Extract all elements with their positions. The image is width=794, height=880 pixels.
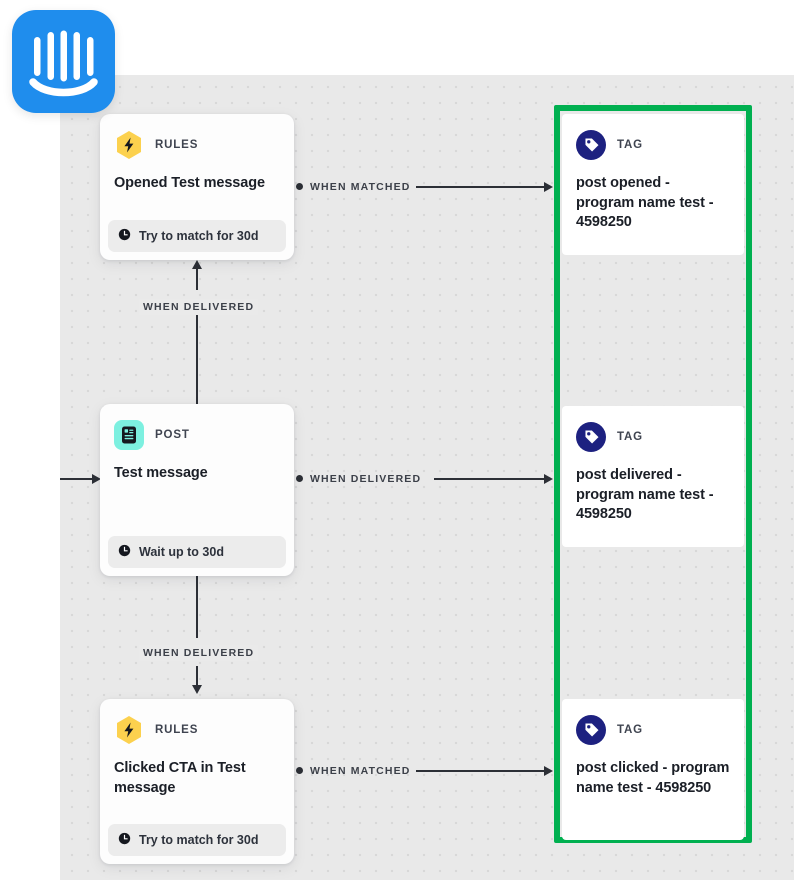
tag-highlight-frame — [554, 105, 752, 843]
intercom-logo — [12, 10, 115, 113]
node-kind-label: POST — [155, 429, 190, 441]
node-tag-post-delivered[interactable]: TAG post delivered - program name test -… — [562, 406, 744, 547]
clock-icon — [118, 832, 131, 848]
bolt-hexagon-icon — [114, 715, 144, 745]
node-header: RULES — [114, 715, 280, 745]
node-footer[interactable]: Wait up to 30d — [108, 535, 286, 568]
node-rules-clicked[interactable]: RULES Clicked CTA in Test message Try to… — [100, 699, 294, 865]
node-body: TAG post delivered - program name test -… — [562, 406, 744, 537]
clock-icon — [118, 228, 131, 244]
node-title: post clicked - program name test - 45982… — [576, 760, 730, 796]
node-kind-label: RULES — [155, 139, 199, 151]
connector-label: WHEN MATCHED — [310, 765, 411, 777]
connector-label: WHEN MATCHED — [310, 181, 411, 193]
tag-circle-icon — [576, 715, 606, 745]
post-document-icon — [114, 420, 144, 450]
node-header: TAG — [576, 130, 730, 160]
node-body: TAG post clicked - program name test - 4… — [562, 699, 744, 810]
node-spacer — [114, 484, 280, 510]
node-kind-label: TAG — [617, 724, 643, 736]
node-body: TAG post opened - program name test - 45… — [562, 114, 744, 245]
node-kind-label: RULES — [155, 724, 199, 736]
node-footer-label: Try to match for 30d — [139, 833, 259, 848]
node-title: post opened - program name test - 459825… — [576, 175, 714, 231]
node-title: Test message — [114, 465, 208, 481]
bolt-hexagon-icon — [114, 130, 144, 160]
node-body: POST Test message — [100, 404, 294, 522]
connector-label: WHEN DELIVERED — [310, 473, 422, 485]
tag-circle-icon — [576, 130, 606, 160]
node-title: Clicked CTA in Test message — [114, 760, 246, 796]
node-rules-opened[interactable]: RULES Opened Test message Try to match f… — [100, 114, 294, 260]
node-post-test-message[interactable]: POST Test message Wait up to 30d — [100, 404, 294, 576]
clock-icon — [118, 544, 131, 560]
node-header: POST — [114, 420, 280, 450]
node-tag-post-clicked[interactable]: TAG post clicked - program name test - 4… — [562, 699, 744, 840]
node-kind-label: TAG — [617, 139, 643, 151]
connector-label: WHEN DELIVERED — [139, 645, 259, 661]
node-footer-label: Try to match for 30d — [139, 228, 259, 243]
connector-label: WHEN DELIVERED — [139, 299, 259, 315]
node-body: RULES Clicked CTA in Test message — [100, 699, 294, 810]
node-kind-label: TAG — [617, 431, 643, 443]
tag-circle-icon — [576, 422, 606, 452]
node-tag-post-opened[interactable]: TAG post opened - program name test - 45… — [562, 114, 744, 255]
node-header: RULES — [114, 130, 280, 160]
node-footer-label: Wait up to 30d — [139, 544, 224, 559]
node-title: post delivered - program name test - 459… — [576, 467, 714, 523]
node-footer[interactable]: Try to match for 30d — [108, 219, 286, 252]
node-body: RULES Opened Test message — [100, 114, 294, 206]
node-header: TAG — [576, 422, 730, 452]
node-title: Opened Test message — [114, 175, 265, 191]
node-footer[interactable]: Try to match for 30d — [108, 824, 286, 857]
node-header: TAG — [576, 715, 730, 745]
